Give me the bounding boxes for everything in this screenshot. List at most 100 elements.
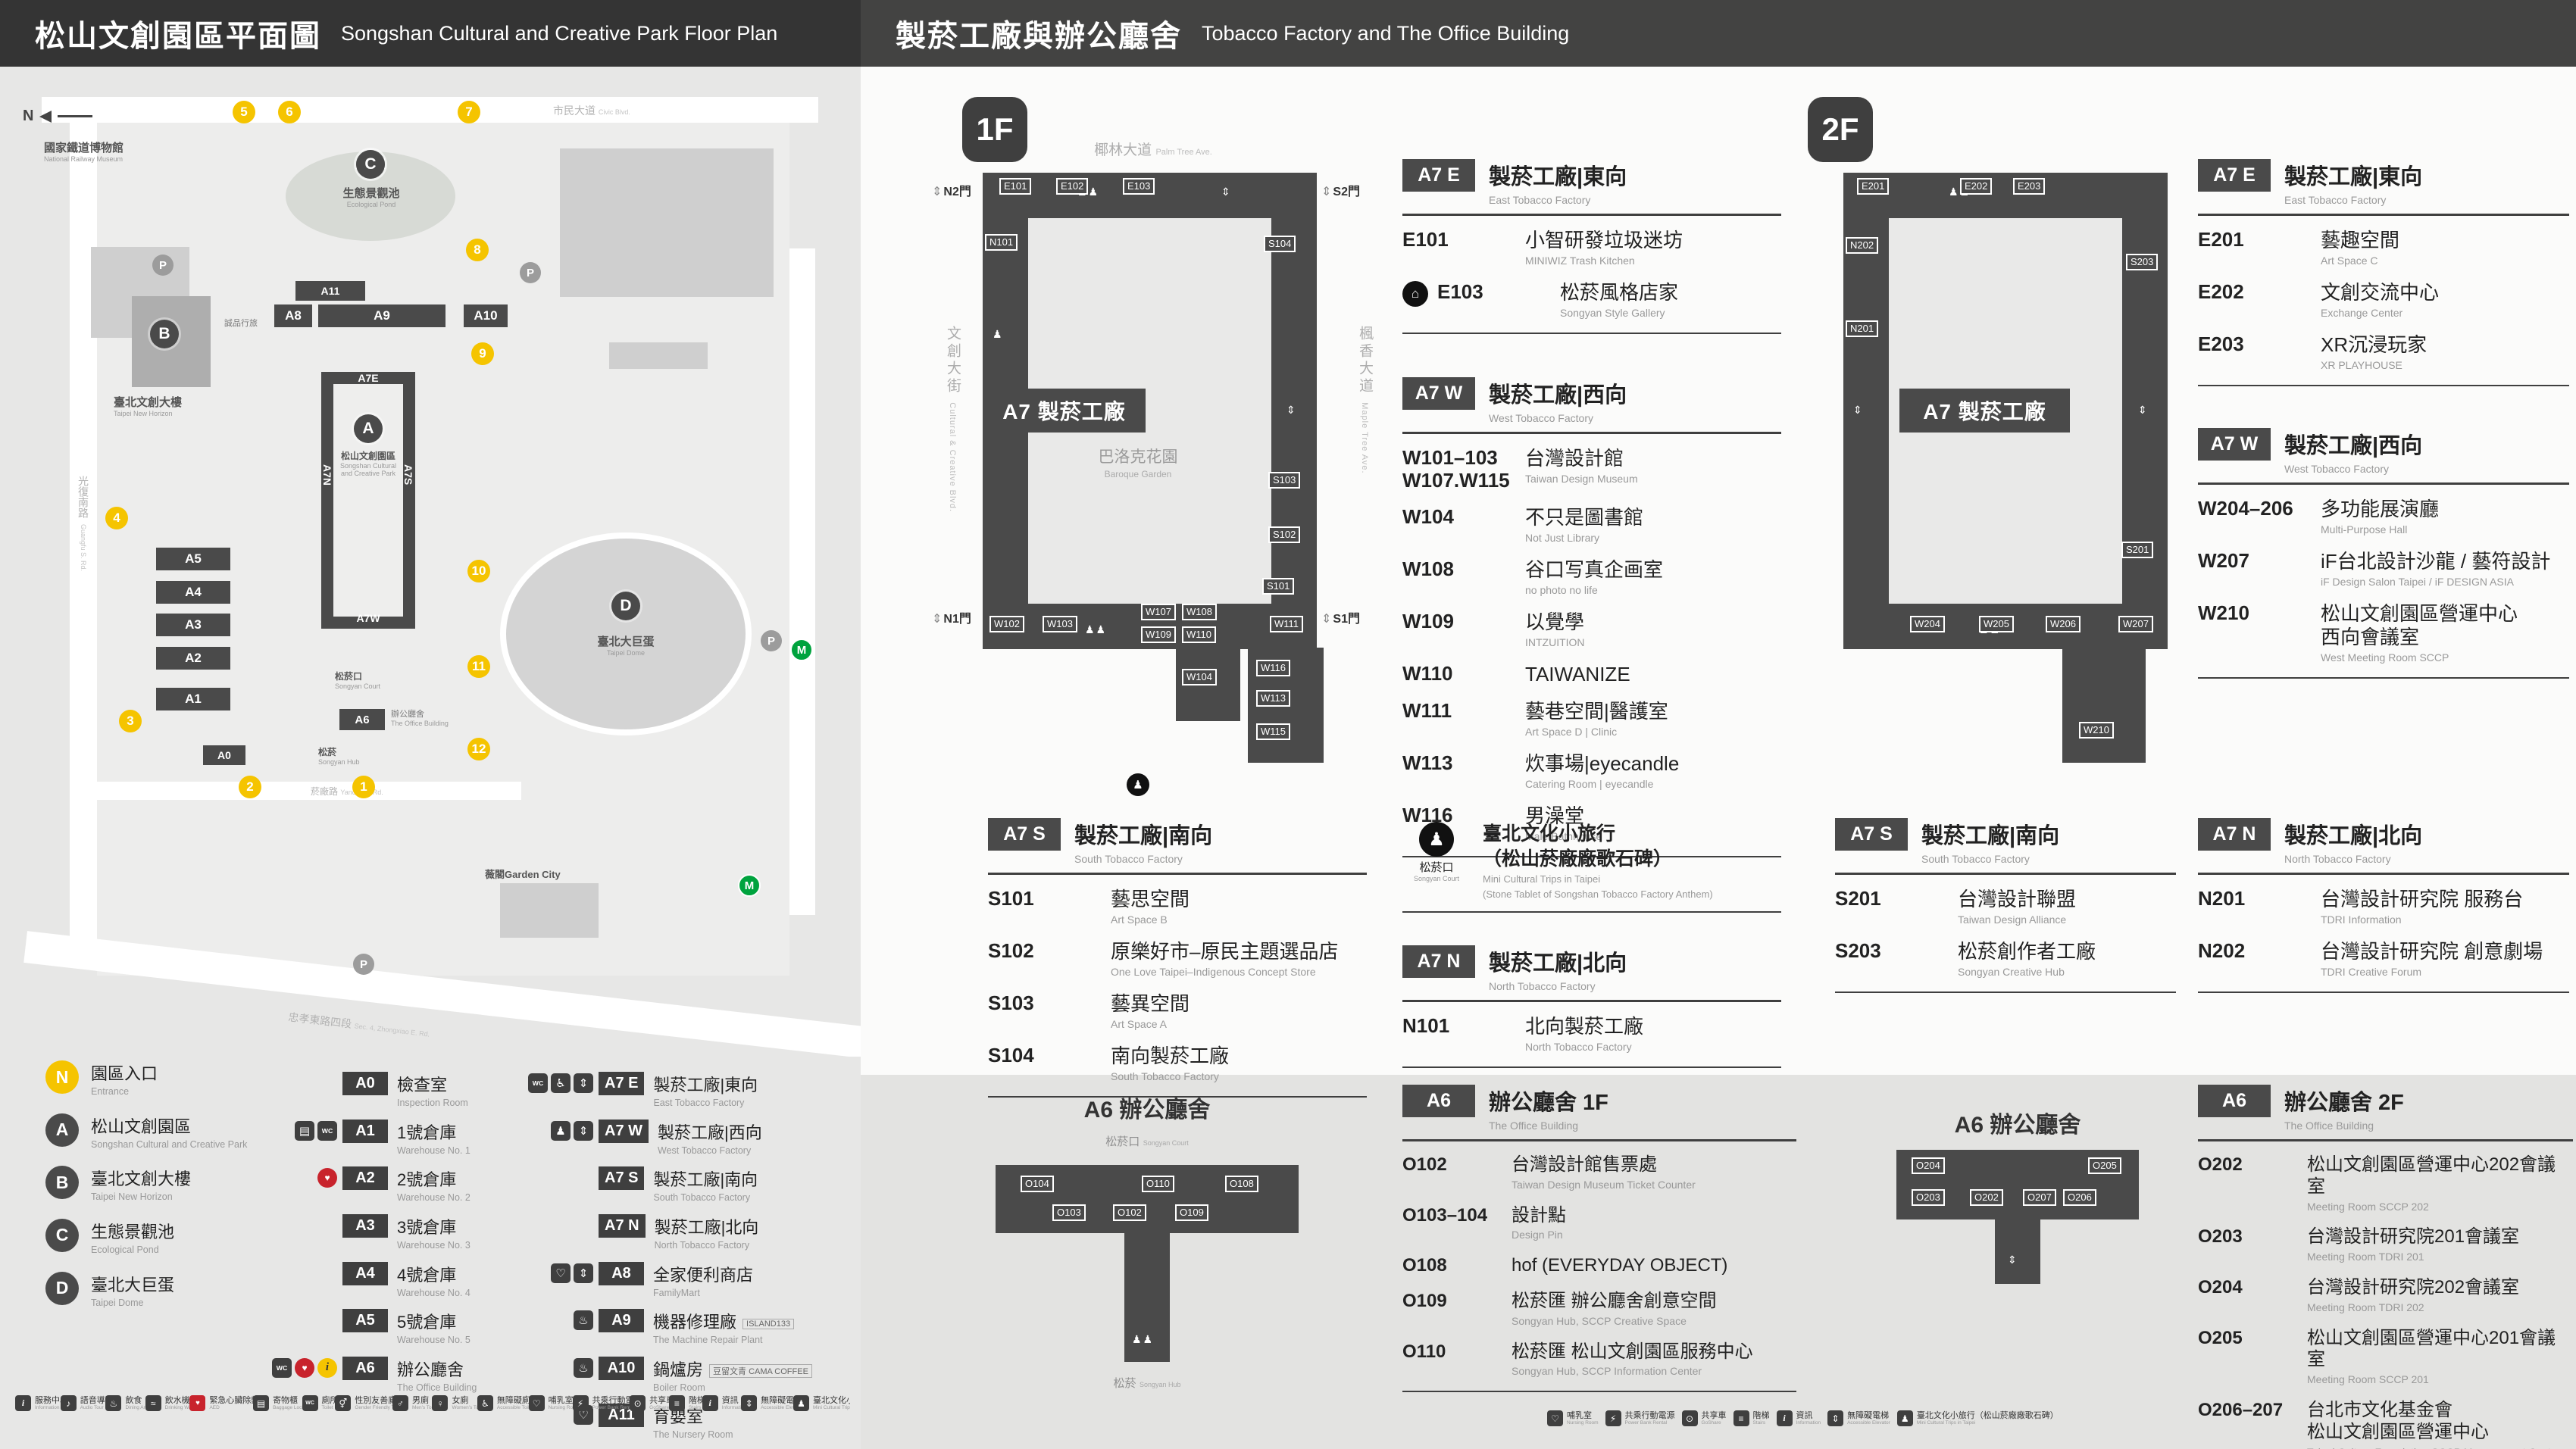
legend-en: East Tobacco Factory (653, 1098, 745, 1108)
legend-badge: A0 (342, 1072, 388, 1095)
legend-zh: 松山文創園區 (91, 1116, 192, 1136)
room-name-en: INTZUITION (1525, 635, 1585, 648)
legend-col2: A7 E 製菸工廠|東向 East Tobacco Factory A7 W 製… (528, 1072, 856, 1449)
room-name-zh: 文創交流中心 (2321, 280, 2440, 304)
building-a9: A9 (318, 304, 445, 327)
section-2f-west: A7 W 製菸工廠|西向 West Tobacco Factory W204–2… (2198, 428, 2569, 679)
room-row: W207 iF台北設計沙龍 / 藝符設計 iF Design Salon Tai… (2198, 543, 2569, 595)
legend-row: A4 4號倉庫 Warehouse No. 4 (342, 1261, 570, 1300)
legend-row: A0 檢查室 Inspection Room (342, 1072, 570, 1110)
legend-zh: 製菸工廠|北向 (654, 1217, 759, 1237)
room-name-zh: 台灣設計聯盟 (1958, 888, 2077, 910)
mrt-icon: M (738, 874, 761, 897)
room-name-zh: iF台北設計沙龍 / 藝符設計 (2321, 549, 2551, 573)
room-code: W207 (2198, 548, 2249, 572)
north-arrow-icon (39, 110, 52, 123)
iconbar-item: 共享車 GoShare (1681, 1410, 1727, 1426)
iconbar-item: 階梯 Stairs (1733, 1410, 1770, 1426)
facility-en: Accessible Elevator (1847, 1419, 1890, 1426)
section-title-zh: 製菸工廠|東向 (1489, 165, 1627, 189)
room-row: W101–103 W107.W115 台灣設計館 Taiwan Design M… (1402, 440, 1781, 499)
room-row: O109 松菸匯 辦公廳舍創意空間 Songyan Hub, SCCP Crea… (1402, 1284, 1796, 1335)
room-code: O110 (1402, 1341, 1446, 1362)
room-chip: O207 (2023, 1189, 2056, 1207)
person-icon (1419, 822, 1454, 857)
parking-icon: P (353, 954, 374, 975)
iconbar-item: 男廁 Men's Toilet (392, 1395, 438, 1411)
legend-row: A7 N 製菸工廠|北向 North Tobacco Factory (599, 1213, 856, 1252)
legend-en: Warehouse No. 4 (397, 1287, 470, 1298)
room-chip: O103 (1052, 1204, 1086, 1222)
room-code: W109 (1402, 609, 1454, 632)
facility-en: Information (1796, 1419, 1821, 1426)
facility-zh: 廁所 (321, 1395, 339, 1405)
legend-badge: A7 W (599, 1119, 649, 1143)
section-title-en: East Tobacco Factory (2284, 194, 2387, 206)
room-name-en: Not Just Library (1525, 531, 1600, 544)
legend-point: B 臺北文創大樓 Taipei New Horizon (45, 1166, 311, 1204)
court-title2: （松山菸廠廠歌石碑） (1483, 848, 1673, 870)
legend-en: Songshan Cultural and Creative Park (91, 1138, 248, 1150)
section-1f-east: A7 E 製菸工廠|東向 East Tobacco Factory E101 小… (1402, 159, 1781, 334)
room-row: W116 男澡堂 Male Bathhouse (1402, 798, 1781, 850)
section-title-en: The Office Building (2284, 1120, 2374, 1132)
room-chip: W102 (989, 616, 1024, 633)
room-name-en: Art Space D | Clinic (1525, 726, 1618, 739)
legend-en: Warehouse No. 2 (397, 1192, 470, 1204)
room-name-zh: 台灣設計館售票處 (1512, 1154, 1657, 1175)
section-title-en: North Tobacco Factory (1489, 980, 1596, 992)
a7e-wall-label: A7E (358, 372, 379, 384)
room-chip: E103 (1123, 178, 1155, 195)
legend-icons (574, 1357, 599, 1378)
facility-zh: 共享車 (649, 1395, 675, 1405)
street-label-civic: 市民大道 Civic Blvd. (553, 105, 630, 117)
room-code: E203 (2198, 332, 2244, 355)
legend-badge: A4 (342, 1261, 388, 1285)
room-name-en: Taiwan Design Alliance (1958, 913, 2067, 926)
facility-en: Stairs (1752, 1419, 1766, 1426)
legend-row: A7 S 製菸工廠|南向 South Tobacco Factory (599, 1166, 856, 1204)
legend-row: A1 1號倉庫 Warehouse No. 1 (295, 1119, 570, 1157)
garden-city-block (500, 883, 599, 938)
street-label-west: 文創大街 Cultural & Creative Blvd. (945, 326, 961, 513)
room-name-zh: 藝趣空間 (2321, 229, 2400, 251)
iconbar-item: 資訊 Information (1776, 1410, 1821, 1426)
room-chip: O205 (2088, 1157, 2121, 1175)
legend-badge: A7 S (599, 1166, 645, 1191)
facility-zh: 哺乳室 (548, 1395, 574, 1405)
point-b-marker: B (150, 320, 179, 348)
legend-en: Inspection Room (397, 1098, 468, 1108)
section-2f-north: A7 N 製菸工廠|北向 North Tobacco Factory N201 … (2198, 818, 2569, 993)
section-title-en: East Tobacco Factory (1489, 194, 1591, 206)
room-name-zh: 男澡堂 (1525, 804, 1585, 827)
person-icon (551, 1120, 571, 1141)
facility-en: Gender Friendly Toilet (355, 1404, 403, 1410)
iconbar-item: 語音導覽 Audio Tour (60, 1395, 114, 1411)
legend-row: A6 辦公廳舍 The Office Building (272, 1356, 570, 1394)
facility-icon (145, 1395, 161, 1411)
legend-col1: A0 檢查室 Inspection Room A1 1號倉庫 Warehouse… (272, 1072, 570, 1404)
left-title-en: Songshan Cultural and Creative Park Floo… (341, 21, 778, 45)
legend-badge: A5 (342, 1309, 388, 1333)
room-code: O204 (2198, 1276, 2243, 1298)
section-title-en: South Tobacco Factory (1921, 853, 2030, 865)
facility-icon (302, 1395, 318, 1411)
floorplan-a7-2f: A7 製菸工廠 E201E202E203N202N201S203S201W204… (1835, 139, 2199, 805)
legend-en: Entrance (91, 1086, 130, 1097)
street-yanchang (97, 782, 521, 800)
iconbar-item: 緊急心臟除顫器 AED (189, 1395, 267, 1411)
room-row: O203 台灣設計研究院201會議室 Meeting Room TDRI 201 (2198, 1219, 2573, 1270)
toilet-icon (528, 1073, 548, 1093)
entrance-marker: 11 (467, 655, 490, 678)
facility-iconbar-left: 服務中心 Information 語音導覽 Audio Tour 飲食 Dini… (15, 1395, 850, 1411)
a7n-wall-label: A7N (321, 464, 333, 486)
facility-icon (60, 1395, 77, 1411)
iconbar-item: 廁所 Toilet (302, 1395, 339, 1411)
room-name-zh: 不只是圖書館 (1525, 505, 1644, 529)
room-name-en: iF Design Salon Taipei / iF DESIGN ASIA (2321, 576, 2514, 589)
building-a4: A4 (156, 581, 230, 604)
dining-icon (574, 1357, 593, 1378)
iconbar-item: 哺乳室 Nursing Room (1547, 1410, 1599, 1426)
room-name-zh: 炊事場|eyecandle (1525, 751, 1680, 775)
